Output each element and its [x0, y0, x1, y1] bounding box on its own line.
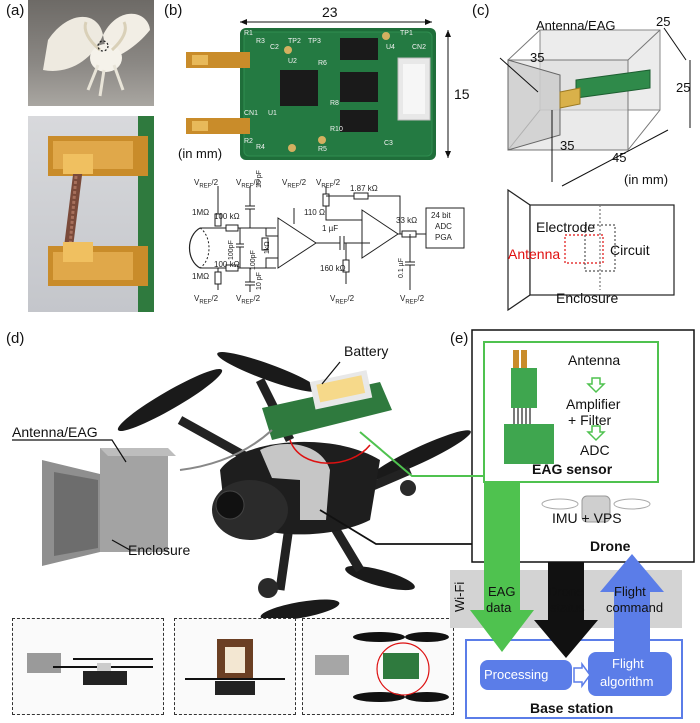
r-33k: 33 kΩ — [396, 216, 418, 225]
drone-status-label-1: Drone — [548, 584, 584, 599]
vref-label: VREF/2 — [400, 294, 425, 306]
thumbnail-side-view — [12, 618, 164, 715]
r-1m-bottom: 1MΩ — [192, 272, 210, 281]
adc-line-3: PGA — [435, 233, 452, 242]
eag-sensor-label: EAG sensor — [532, 461, 613, 477]
schematic-enclosure-label: Enclosure — [556, 290, 619, 306]
dim-35-left: 35 — [560, 138, 575, 153]
dim-35-top: 35 — [530, 50, 545, 65]
wifi-label: Wi-Fi — [452, 581, 467, 612]
thumbnail-front-view — [174, 618, 296, 715]
moth-photo — [28, 0, 154, 106]
pcb-width-label: 23 — [322, 4, 338, 20]
silk-label: U2 — [288, 58, 297, 65]
r-110: 110 Ω — [304, 208, 325, 217]
r-100k-bottom: 100 kΩ — [214, 260, 240, 269]
adc-label: ADC — [580, 442, 610, 458]
silk-label: R8 — [330, 100, 339, 107]
thumbnail-top-view — [302, 618, 454, 715]
schematic-electrode-label: Electrode — [536, 219, 596, 235]
c-1uf: 1 µF — [322, 224, 339, 233]
battery-label: Battery — [344, 343, 389, 359]
silk-label: TP2 — [288, 38, 301, 45]
silk-label: R4 — [256, 144, 265, 151]
base-station-label: Base station — [530, 700, 614, 716]
vref-label: VREF/2 — [330, 294, 355, 306]
flight-command-label-2: command — [606, 600, 664, 615]
silk-label: C3 — [384, 140, 393, 147]
r-1m-top: 1MΩ — [192, 208, 210, 217]
silk-label: U4 — [386, 44, 395, 51]
vref-label: VREF/2 — [194, 178, 219, 190]
enclosure-units: (in mm) — [624, 172, 669, 187]
r-187k: 1.87 kΩ — [350, 184, 378, 193]
dim-25-top: 25 — [656, 14, 671, 29]
r-160k: 160 kΩ — [320, 264, 346, 273]
flight-algorithm-label-1: Flight — [612, 656, 644, 671]
silk-label: TP3 — [308, 38, 321, 45]
antenna-eag-label-d: Antenna/EAG — [12, 424, 98, 440]
thumbnail-front-illustration — [185, 639, 285, 695]
schematic-circuit-label: Circuit — [610, 242, 650, 258]
thumbnail-top-illustration — [315, 632, 449, 702]
electrode-illustration — [48, 116, 154, 312]
silk-label: R6 — [318, 60, 327, 67]
silk-label: U1 — [268, 110, 277, 117]
antenna-eag-label: Antenna/EAG — [536, 18, 616, 33]
pcb-units-label: (in mm) — [178, 146, 223, 161]
drone-label: Drone — [590, 538, 631, 554]
moth-illustration — [43, 13, 150, 97]
pcb-height-label: 15 — [454, 86, 470, 102]
imu-vps-label: IMU + VPS — [552, 510, 622, 526]
adc-line-1: 24 bit — [431, 211, 451, 220]
antenna-label-e: Antenna — [568, 352, 621, 368]
silk-label: CN1 — [244, 110, 259, 117]
panel-label-a: (a) — [6, 2, 25, 19]
dim-45: 45 — [612, 150, 627, 165]
silk-label: R1 — [244, 30, 253, 37]
flight-command-label-1: Flight — [614, 584, 646, 599]
amplifier-label: Amplifier — [566, 396, 621, 412]
thumbnail-side-illustration — [27, 653, 153, 685]
panel-label-d: (d) — [6, 330, 25, 347]
schematic-antenna-label: Antenna — [508, 246, 561, 262]
drone-status-label-2: status — [550, 600, 585, 615]
silk-label: R5 — [318, 146, 327, 153]
panel-label-b: (b) — [164, 2, 183, 19]
vref-label: VREF/2 — [316, 178, 341, 190]
flight-algorithm-label-2: algorithm — [600, 674, 654, 689]
silk-label: TP1 — [400, 30, 413, 37]
vref-label: VREF/2 — [236, 178, 261, 190]
silk-label: R10 — [330, 126, 343, 133]
silk-label: R3 — [256, 38, 265, 45]
panel-label-c: (c) — [472, 2, 490, 19]
silk-label: CN2 — [412, 44, 427, 51]
r-100k-top: 100 kΩ — [214, 212, 240, 221]
panel-label-e: (e) — [450, 330, 469, 347]
processing-label: Processing — [484, 667, 549, 682]
enclosure-label-d: Enclosure — [128, 542, 191, 558]
eag-data-label-2: data — [486, 600, 512, 615]
vref-label: VREF/2 — [194, 294, 219, 306]
electrode-photo — [28, 116, 154, 312]
adc-line-2: ADC — [435, 222, 452, 231]
filter-label: + Filter — [568, 412, 612, 428]
silk-label: R2 — [244, 138, 253, 145]
dim-25-right: 25 — [676, 80, 691, 95]
eag-data-label-1: EAG — [488, 584, 516, 599]
vref-label: VREF/2 — [236, 294, 261, 306]
silk-label: C2 — [270, 44, 279, 51]
vref-label: VREF/2 — [282, 178, 307, 190]
